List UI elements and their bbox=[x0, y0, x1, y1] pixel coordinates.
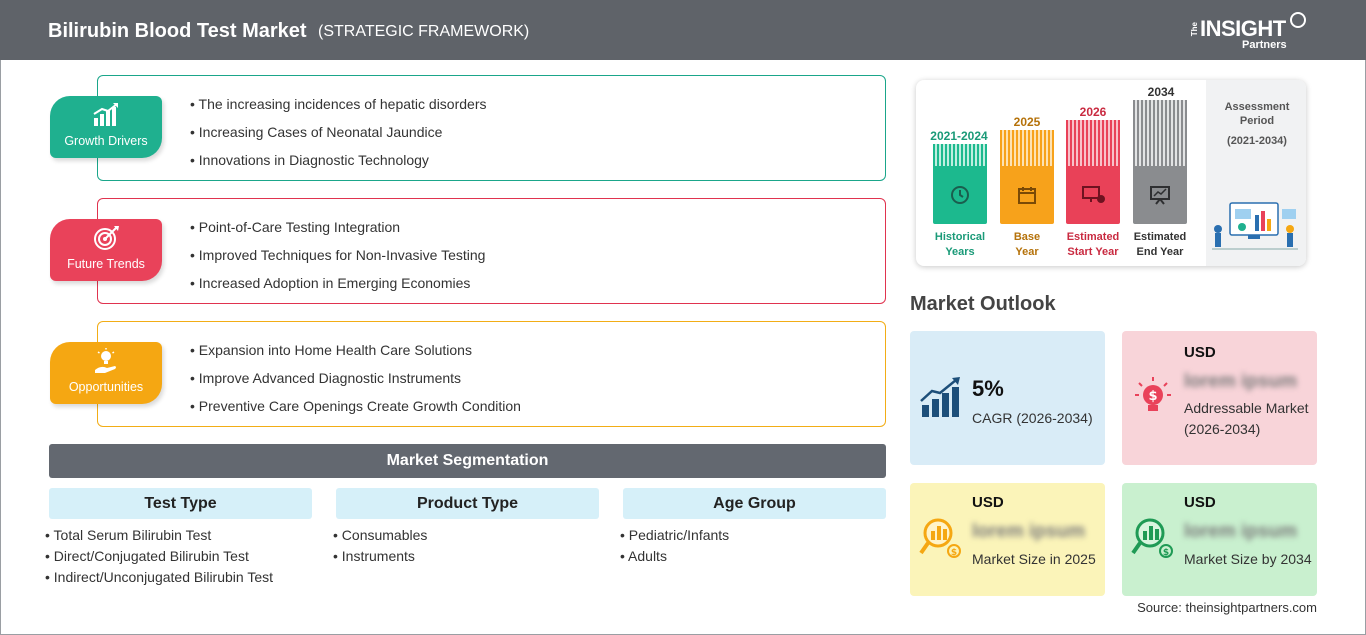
list-item: Pediatric/Infants bbox=[620, 525, 886, 546]
market-size-2034-tile: $ USD lorem ipsum Market Size by 2034 bbox=[1122, 483, 1317, 596]
svg-text:$: $ bbox=[1163, 548, 1169, 558]
segment-age-group: Age Group Pediatric/Infants Adults bbox=[623, 488, 886, 567]
addressable-label: Addressable Market (2026-2034) bbox=[1184, 400, 1309, 437]
page-title: Bilirubin Blood Test Market bbox=[48, 20, 307, 42]
cagr-label: CAGR (2026-2034) bbox=[972, 410, 1093, 426]
future-trends-card: Point-of-Care Testing Integration Improv… bbox=[97, 198, 886, 304]
list-item: Point-of-Care Testing Integration bbox=[190, 217, 485, 245]
timeline-year: 2034 bbox=[1147, 85, 1175, 99]
size-2034-value: lorem ipsum bbox=[1184, 521, 1297, 542]
list-item: Adults bbox=[620, 546, 886, 567]
page-subtitle: (STRATEGIC FRAMEWORK) bbox=[318, 23, 530, 40]
svg-text:$: $ bbox=[1148, 389, 1157, 404]
timeline-bar-end bbox=[1133, 100, 1187, 224]
list-item: Improve Advanced Diagnostic Instruments bbox=[190, 368, 521, 396]
lightbulb-hand-icon bbox=[50, 348, 162, 374]
size-2025-usd: USD bbox=[972, 494, 1004, 511]
magnifier-growth-icon: $ bbox=[1130, 515, 1176, 566]
size-2034-usd: USD bbox=[1184, 494, 1216, 511]
list-item: Instruments bbox=[333, 546, 599, 567]
addressable-usd: USD bbox=[1184, 344, 1216, 361]
segment-head: Age Group bbox=[623, 488, 886, 519]
list-item: Total Serum Bilirubin Test bbox=[45, 525, 312, 546]
list-item: Expansion into Home Health Care Solution… bbox=[190, 340, 521, 368]
segment-head: Test Type bbox=[49, 488, 312, 519]
addressable-value: lorem ipsum bbox=[1184, 371, 1297, 392]
header-bar: Bilirubin Blood Test Market (STRATEGIC F… bbox=[0, 0, 1366, 60]
badge-label: Opportunities bbox=[68, 380, 144, 394]
future-trends-badge: Future Trends bbox=[50, 219, 162, 281]
svg-text:$: $ bbox=[951, 548, 957, 558]
segmentation-title: Market Segmentation bbox=[49, 444, 886, 478]
timeline-bar-base bbox=[1000, 130, 1054, 224]
badge-label: Growth Drivers bbox=[64, 134, 148, 148]
list-item: Innovations in Diagnostic Technology bbox=[190, 150, 486, 178]
size-2034-label: Market Size by 2034 bbox=[1184, 551, 1312, 567]
magnifier-chart-icon: $ bbox=[918, 515, 964, 566]
list-item: Increased Adoption in Emerging Economies bbox=[190, 273, 485, 301]
insight-partners-logo: The INSIGHT Partners bbox=[1190, 10, 1310, 54]
opportunities-card: Expansion into Home Health Care Solution… bbox=[97, 321, 886, 427]
list-item: Indirect/Unconjugated Bilirubin Test bbox=[45, 567, 312, 588]
cagr-value: 5% bbox=[972, 376, 1004, 401]
cagr-tile: 5% CAGR (2026-2034) bbox=[910, 331, 1105, 465]
growth-bar-chart-icon bbox=[918, 375, 964, 426]
assessment-period: Assessment Period (2021-2034) bbox=[1224, 101, 1290, 147]
segment-test-type: Test Type Total Serum Bilirubin Test Dir… bbox=[49, 488, 312, 588]
list-item: Increasing Cases of Neonatal Jaundice bbox=[190, 122, 486, 150]
opportunities-badge: Opportunities bbox=[50, 342, 162, 404]
source-credit: Source: theinsightpartners.com bbox=[1137, 600, 1317, 615]
dollar-bulb-icon: $ bbox=[1130, 375, 1176, 426]
timeline-year: 2026 bbox=[1079, 105, 1107, 119]
addressable-market-tile: $ USD lorem ipsum Addressable Market (20… bbox=[1122, 331, 1317, 465]
presentation-icon bbox=[1133, 166, 1187, 224]
list-item: Preventive Care Openings Create Growth C… bbox=[190, 396, 521, 424]
monitor-chart-icon bbox=[1066, 166, 1120, 224]
timeline-year: 2025 bbox=[1013, 115, 1041, 129]
segment-head: Product Type bbox=[336, 488, 599, 519]
market-outlook-title: Market Outlook bbox=[910, 293, 1056, 315]
timeline-bar-start bbox=[1066, 120, 1120, 224]
growth-drivers-card: The increasing incidences of hepatic dis… bbox=[97, 75, 886, 181]
segment-product-type: Product Type Consumables Instruments bbox=[336, 488, 599, 567]
list-item: Consumables bbox=[333, 525, 599, 546]
growth-chart-icon bbox=[50, 102, 162, 128]
market-size-2025-tile: $ USD lorem ipsum Market Size in 2025 bbox=[910, 483, 1105, 596]
target-icon bbox=[50, 225, 162, 251]
size-2025-value: lorem ipsum bbox=[972, 521, 1085, 542]
timeline-bar-historical bbox=[933, 144, 987, 224]
list-item: The increasing incidences of hepatic dis… bbox=[190, 94, 487, 122]
size-2025-label: Market Size in 2025 bbox=[972, 551, 1096, 567]
history-icon bbox=[933, 166, 987, 224]
badge-label: Future Trends bbox=[67, 257, 145, 271]
calendar-icon bbox=[1000, 166, 1054, 224]
growth-drivers-badge: Growth Drivers bbox=[50, 96, 162, 158]
analytics-illustration-icon bbox=[1208, 195, 1300, 255]
list-item: Direct/Conjugated Bilirubin Test bbox=[45, 546, 312, 567]
timeline-year: 2021-2024 bbox=[930, 129, 988, 143]
list-item: Improved Techniques for Non-Invasive Tes… bbox=[190, 245, 486, 273]
